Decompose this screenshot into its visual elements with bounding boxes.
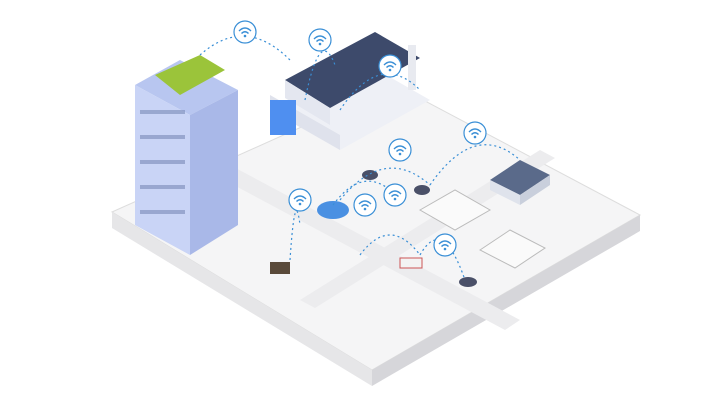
residential-tower — [135, 55, 238, 255]
wifi-icon — [383, 183, 407, 207]
connection-line — [199, 35, 291, 61]
house — [490, 160, 550, 205]
wifi-icon — [233, 20, 257, 44]
connection-line — [339, 167, 431, 201]
wifi-icon — [378, 54, 402, 78]
connection-line — [289, 210, 301, 261]
vehicles — [270, 170, 477, 287]
connection-line — [359, 234, 421, 256]
connection-line — [429, 144, 521, 186]
house-outline — [418, 189, 546, 269]
wifi-icon — [353, 193, 377, 217]
wifi-icon — [308, 28, 332, 52]
connection-line — [304, 50, 336, 101]
wifi-icon — [433, 233, 457, 257]
wifi-icon — [288, 188, 312, 212]
factory — [270, 32, 430, 150]
connection-line — [332, 180, 401, 206]
wifi-icon — [388, 138, 412, 162]
wifi-icon — [463, 121, 487, 145]
